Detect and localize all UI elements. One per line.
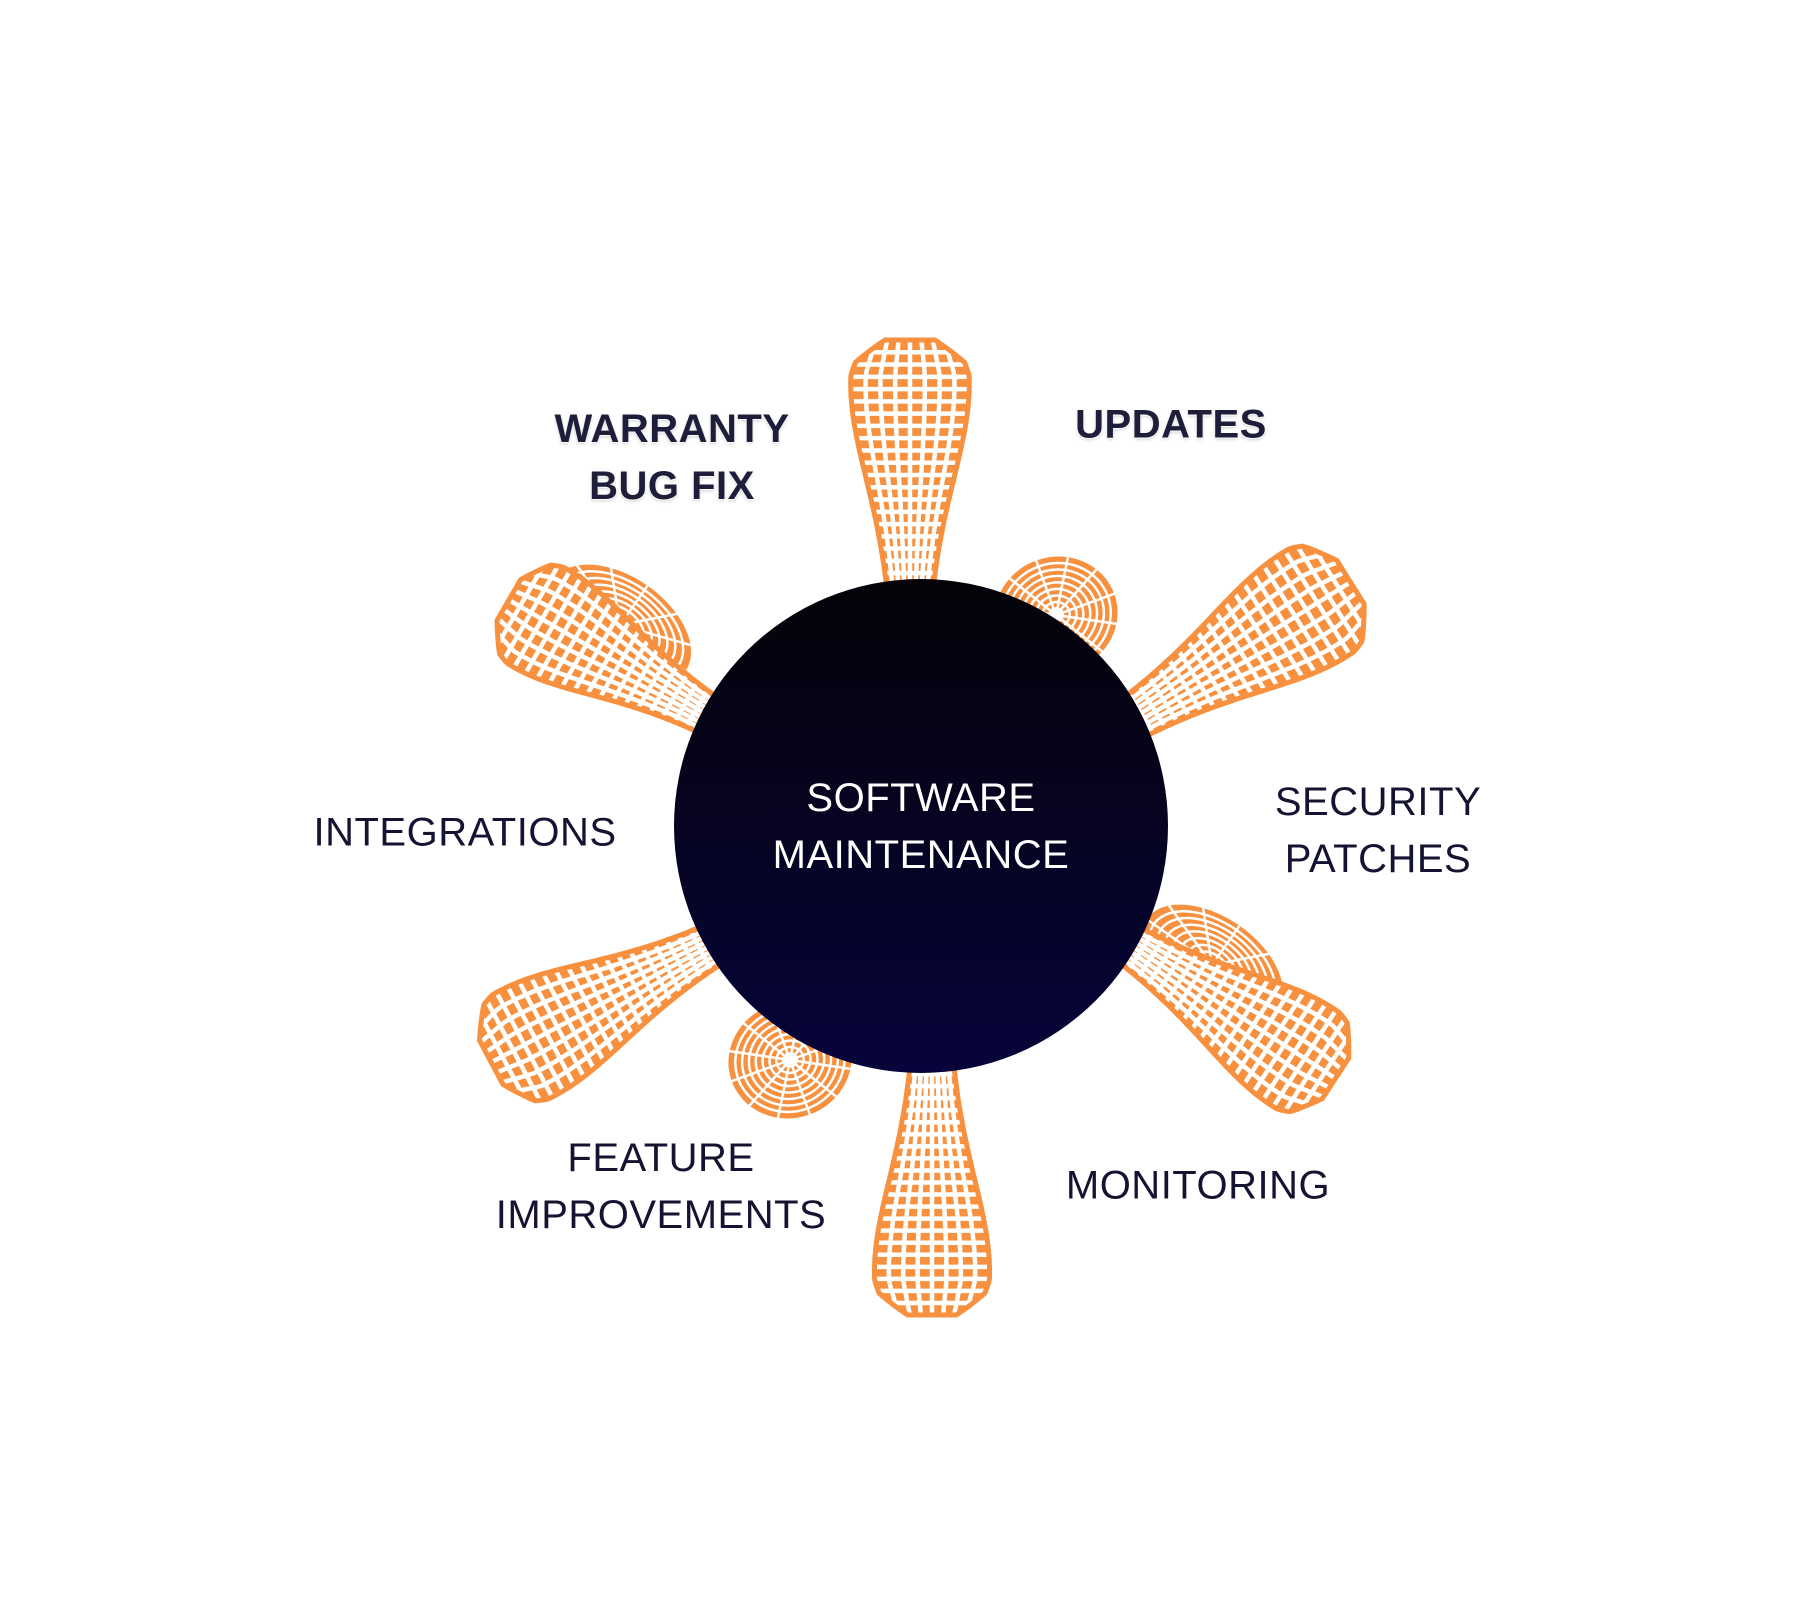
label-security-line1: SECURITY (1274, 780, 1482, 825)
mesh-petal-bottom-icon (872, 1047, 992, 1318)
hub-title: SOFTWARE MAINTENANCE (773, 770, 1070, 884)
label-integrations: INTEGRATIONS (313, 805, 616, 862)
label-monitoring: MONITORING (1066, 1158, 1330, 1215)
label-warranty-line1: WARRANTY (554, 407, 790, 452)
label-updates: UPDATES (1075, 397, 1267, 454)
mesh-petal-upper-left-icon (494, 562, 722, 736)
label-security-patches: SECURITY PATCHES (1275, 774, 1481, 888)
mesh-petal-lower-right-icon (1115, 924, 1352, 1115)
label-updates-text: UPDATES (1075, 402, 1267, 447)
hub-title-line2: MAINTENANCE (772, 833, 1070, 877)
label-warranty-bug-fix: WARRANTY BUG FIX (554, 401, 789, 515)
label-security-line2: PATCHES (1284, 837, 1472, 881)
label-monitoring-text: MONITORING (1065, 1163, 1331, 1208)
mesh-petal-top-icon (848, 337, 972, 613)
label-feature-line2: IMPROVEMENTS (495, 1193, 827, 1237)
hub-circle (674, 579, 1168, 1073)
label-warranty-line2: BUG FIX (589, 464, 755, 508)
mesh-petal-lower-left-icon (476, 922, 726, 1104)
hub-title-line1: SOFTWARE (806, 776, 1036, 821)
petal-group (476, 337, 1367, 1318)
label-feature-line1: FEATURE (567, 1136, 755, 1181)
mesh-petal-upper-right-icon (1115, 543, 1367, 742)
label-integrations-text: INTEGRATIONS (313, 810, 617, 855)
label-feature-improvements: FEATURE IMPROVEMENTS (496, 1130, 826, 1244)
